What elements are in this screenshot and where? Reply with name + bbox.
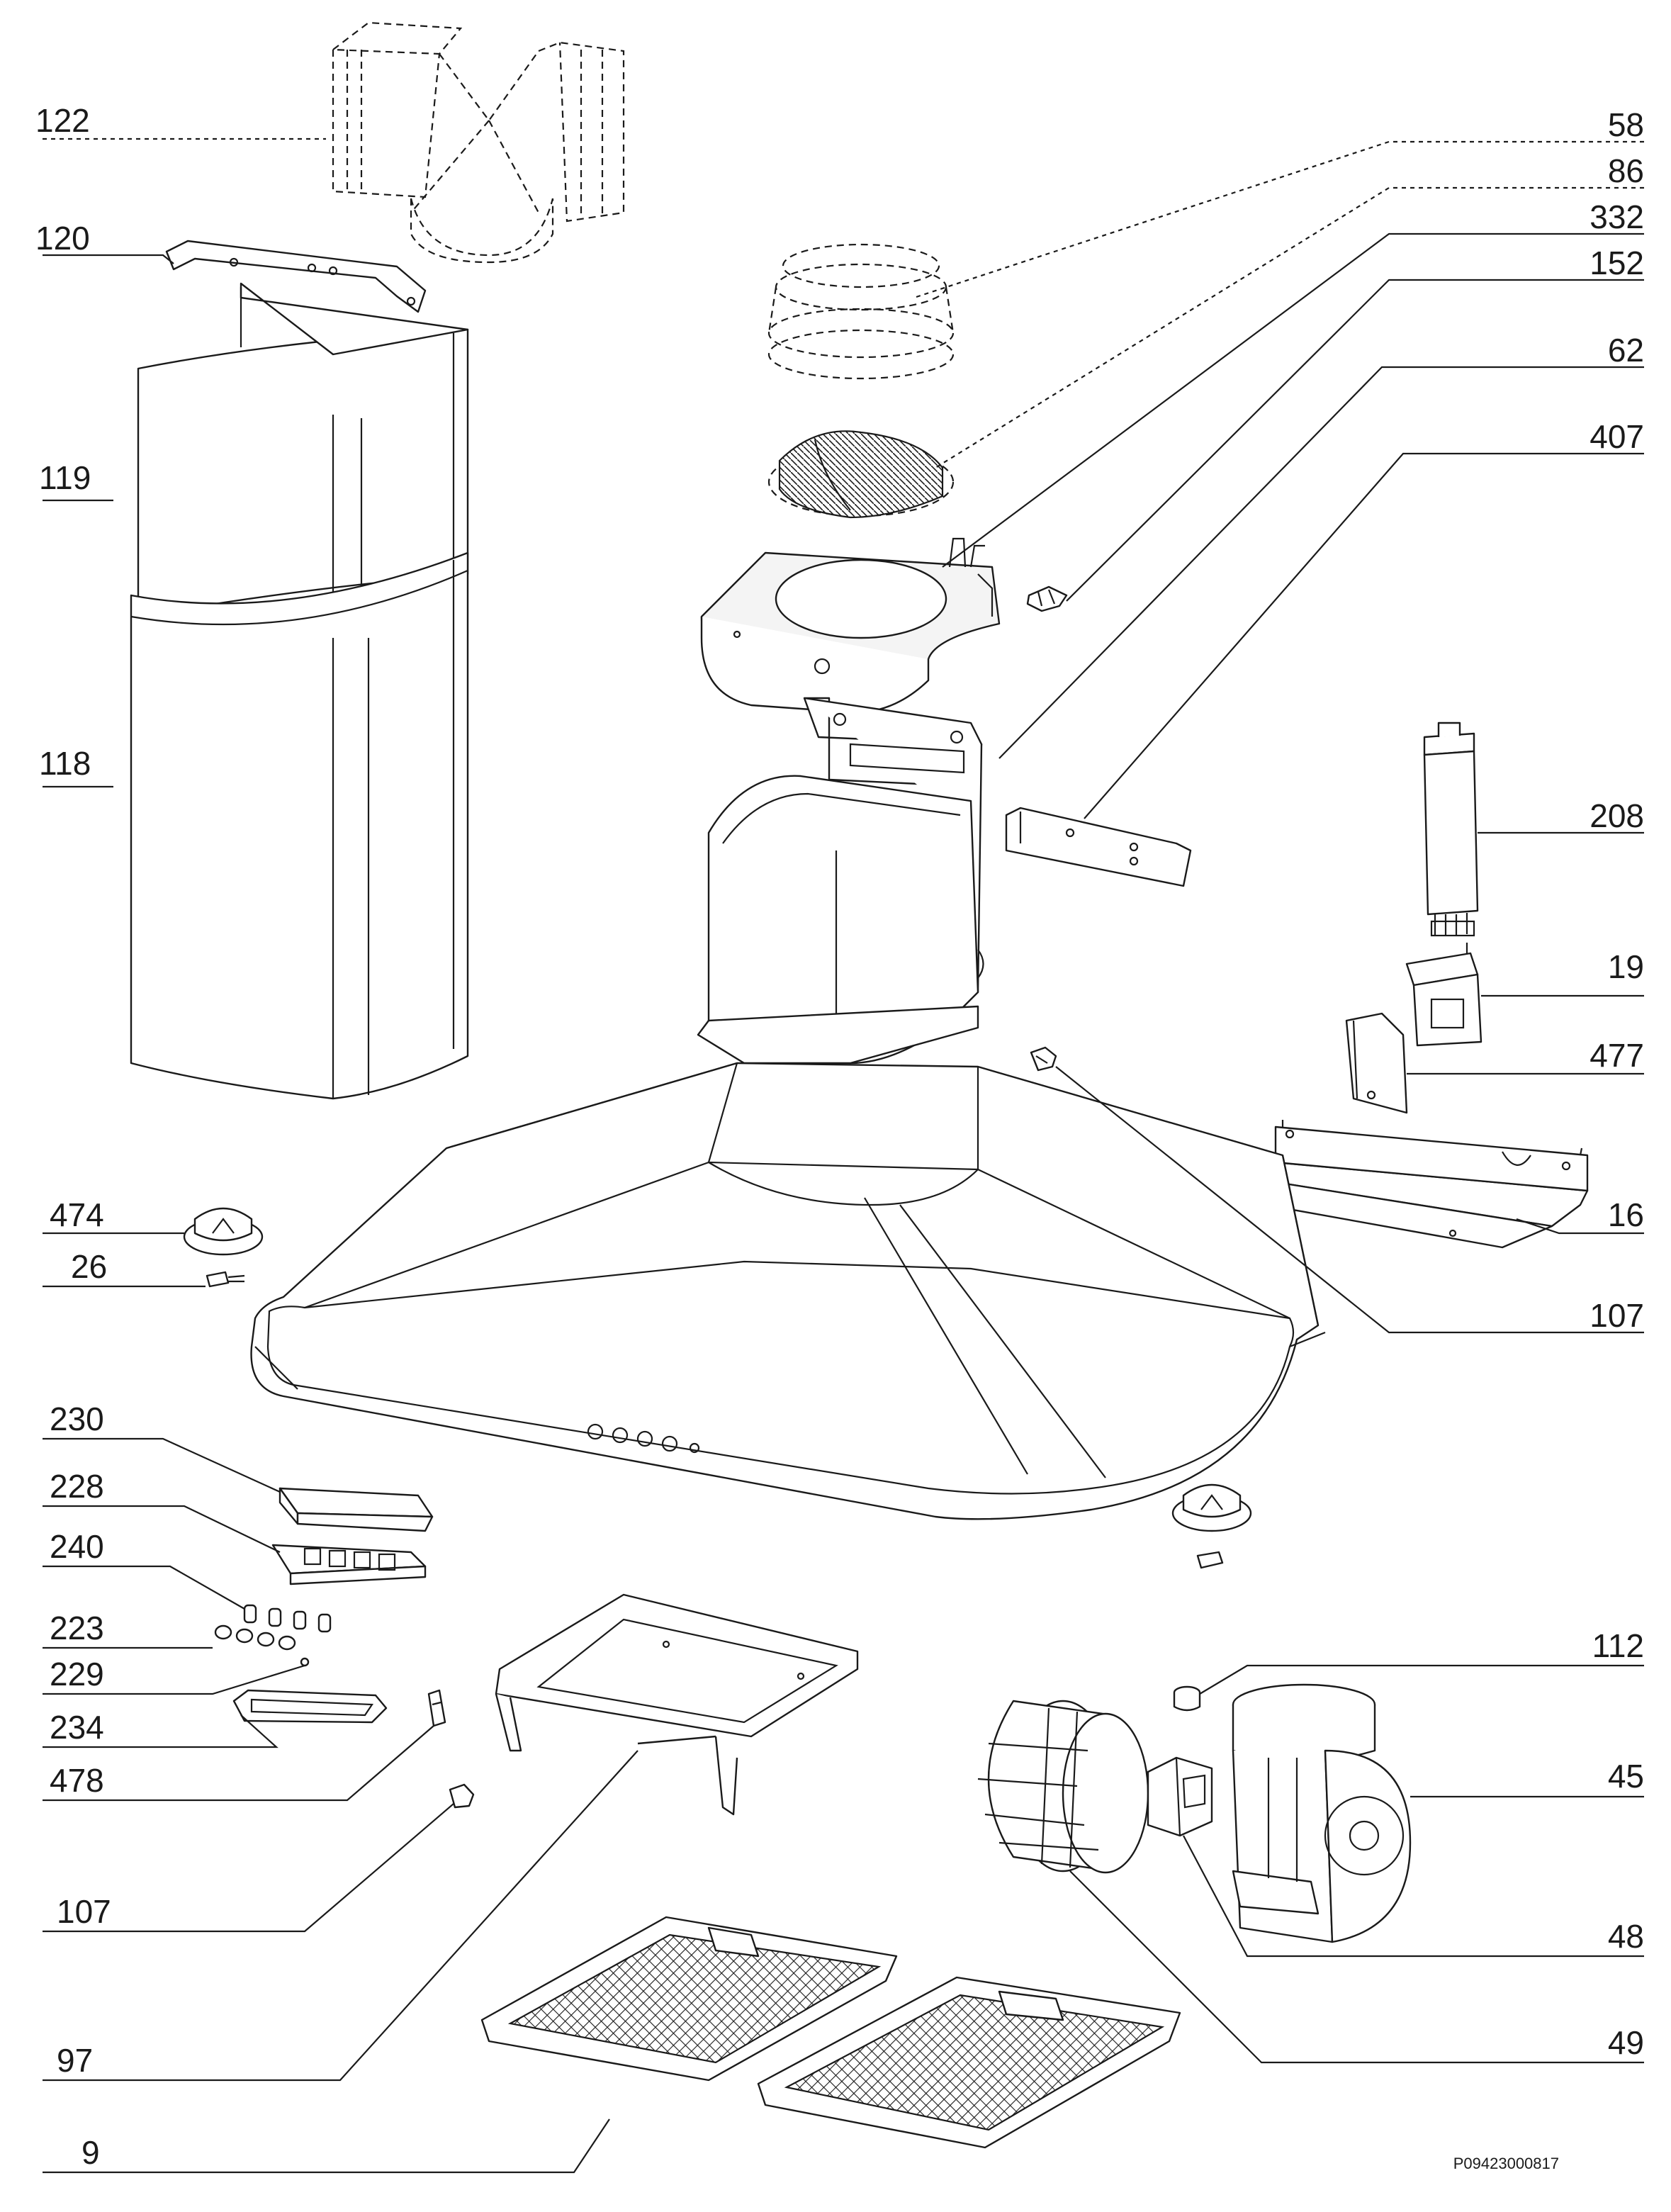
label-122: 122 xyxy=(35,102,90,139)
hood-canopy-part xyxy=(250,1062,1326,1520)
label-474: 474 xyxy=(50,1196,104,1233)
grease-filter-right-part xyxy=(757,1976,1181,2149)
clip-part xyxy=(1026,585,1068,612)
label-477: 477 xyxy=(1590,1037,1644,1074)
part-labels: 122 120 119 118 58 86 332 152 62 407 208… xyxy=(35,102,1644,2172)
motor-mounting-plate-part xyxy=(700,537,1001,714)
label-86: 86 xyxy=(1608,152,1644,189)
small-bracket-part xyxy=(427,1689,446,1727)
control-cover-part xyxy=(278,1487,434,1532)
label-45: 45 xyxy=(1608,1758,1644,1795)
label-223: 223 xyxy=(50,1610,104,1646)
label-97: 97 xyxy=(57,2042,93,2079)
label-26: 26 xyxy=(71,1248,107,1285)
chimney-lower-cover-part xyxy=(130,551,469,1100)
label-19: 19 xyxy=(1608,948,1644,985)
label-16: 16 xyxy=(1608,1196,1644,1233)
control-board-part xyxy=(271,1544,427,1585)
label-228: 228 xyxy=(50,1468,104,1505)
terminal-cover-part xyxy=(1345,1012,1408,1114)
leader-lines xyxy=(43,137,1644,2174)
label-107-left: 107 xyxy=(57,1893,111,1930)
label-9: 9 xyxy=(81,2134,100,2171)
label-112: 112 xyxy=(1592,1627,1644,1664)
lamp-part xyxy=(206,1271,245,1288)
back-draught-flap-part xyxy=(767,430,955,519)
label-208: 208 xyxy=(1590,797,1644,834)
fan-impeller-part xyxy=(977,1700,1149,1874)
lamp-holder-part xyxy=(183,1207,264,1256)
motor-capacitor-part xyxy=(1147,1756,1213,1837)
lamp-holder-right-part xyxy=(1171,1483,1252,1569)
cable-clip-left-part xyxy=(449,1783,475,1809)
grease-filter-left-part xyxy=(480,1916,898,2082)
diagram-code: P09423000817 xyxy=(1453,2155,1559,2172)
label-62: 62 xyxy=(1608,332,1644,369)
inner-housing-part xyxy=(697,697,984,1065)
label-152: 152 xyxy=(1590,245,1644,281)
transformer-part xyxy=(1423,722,1479,937)
label-107-right: 107 xyxy=(1590,1297,1644,1334)
filter-support-frame-part xyxy=(495,1593,859,1816)
mounting-bracket-part xyxy=(1005,807,1192,887)
label-58: 58 xyxy=(1608,106,1644,143)
label-332: 332 xyxy=(1590,198,1644,235)
label-478: 478 xyxy=(50,1762,104,1799)
fan-motor-part xyxy=(1232,1683,1412,1943)
label-240: 240 xyxy=(50,1528,104,1565)
transformer-holder-part xyxy=(1405,943,1482,1047)
button-frame-part xyxy=(232,1689,388,1724)
label-118: 118 xyxy=(39,745,91,782)
label-48: 48 xyxy=(1608,1918,1644,1955)
chimney-upper-cover-part xyxy=(137,282,469,618)
button-caps-part xyxy=(214,1624,310,1667)
duct-adapter-part xyxy=(330,21,625,264)
push-buttons-part xyxy=(243,1604,332,1633)
label-120: 120 xyxy=(35,220,90,257)
label-230: 230 xyxy=(50,1400,104,1437)
label-49: 49 xyxy=(1608,2024,1644,2061)
label-407: 407 xyxy=(1590,418,1644,455)
label-234: 234 xyxy=(50,1709,104,1746)
round-spigot-part xyxy=(767,243,955,380)
cable-clip-part xyxy=(1030,1046,1057,1072)
capacitor-part xyxy=(1173,1685,1201,1712)
chimney-bracket-part xyxy=(165,240,427,313)
label-229: 229 xyxy=(50,1656,104,1692)
label-119: 119 xyxy=(39,459,91,496)
